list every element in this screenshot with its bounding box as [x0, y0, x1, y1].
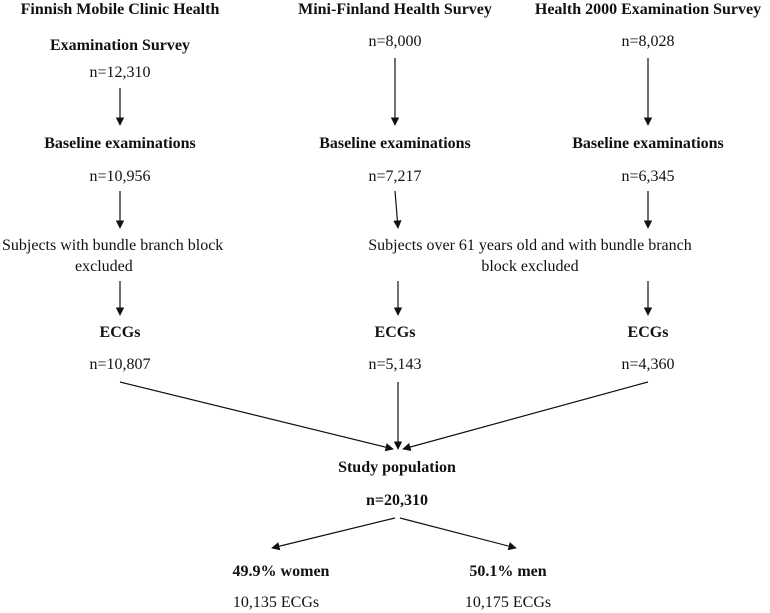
n-initial-finnish-mobile: n=12,310 — [89, 64, 151, 81]
women-label: 49.9% women — [232, 563, 330, 580]
n-ecg-mini-finland: n=5,143 — [368, 356, 422, 373]
arrow-finnish-to-study — [119, 381, 394, 452]
survey-title-health-2000: Health 2000 Examination Survey — [534, 1, 762, 18]
n-initial-mini-finland: n=8,000 — [368, 33, 422, 50]
ecg-label-health-2000: ECGs — [627, 324, 669, 341]
shared-exclusion-line2: block excluded — [481, 258, 579, 275]
study-population-n: n=20,310 — [365, 492, 429, 509]
men-label: 50.1% men — [469, 563, 547, 580]
ecg-label-finnish-mobile: ECGs — [99, 324, 141, 341]
n-ecg-finnish-mobile: n=10,807 — [89, 356, 151, 373]
baseline-label-finnish-mobile: Baseline examinations — [44, 135, 196, 152]
arrow-study-to-men — [399, 517, 517, 551]
survey-title-finnish-mobile-line2: Examination Survey — [49, 37, 191, 54]
n-initial-health-2000: n=8,028 — [621, 33, 675, 50]
baseline-label-health-2000: Baseline examinations — [572, 135, 724, 152]
n-baseline-finnish-mobile: n=10,956 — [89, 168, 151, 185]
arrow-health2000-to-study — [402, 381, 649, 452]
survey-title-mini-finland: Mini-Finland Health Survey — [298, 1, 492, 18]
n-baseline-health-2000: n=6,345 — [621, 168, 675, 185]
survey-title-finnish-mobile-line1: Finnish Mobile Clinic Health — [20, 1, 220, 18]
arrow-mini-baseline-to-exclusion — [393, 190, 402, 229]
arrow-study-to-women — [271, 517, 396, 551]
exclusion-finnish-mobile-line1: Subjects with bundle branch block — [2, 237, 224, 254]
shared-exclusion-line1: Subjects over 61 years old and with bund… — [368, 237, 692, 254]
n-ecg-health-2000: n=4,360 — [621, 356, 675, 373]
ecg-label-mini-finland: ECGs — [374, 324, 416, 341]
women-ecgs: 10,135 ECGs — [232, 594, 320, 611]
study-population-label: Study population — [338, 459, 456, 476]
baseline-label-mini-finland: Baseline examinations — [319, 135, 471, 152]
exclusion-finnish-mobile-line2: excluded — [75, 258, 133, 275]
men-ecgs: 10,175 ECGs — [464, 594, 552, 611]
n-baseline-mini-finland: n=7,217 — [368, 168, 422, 185]
